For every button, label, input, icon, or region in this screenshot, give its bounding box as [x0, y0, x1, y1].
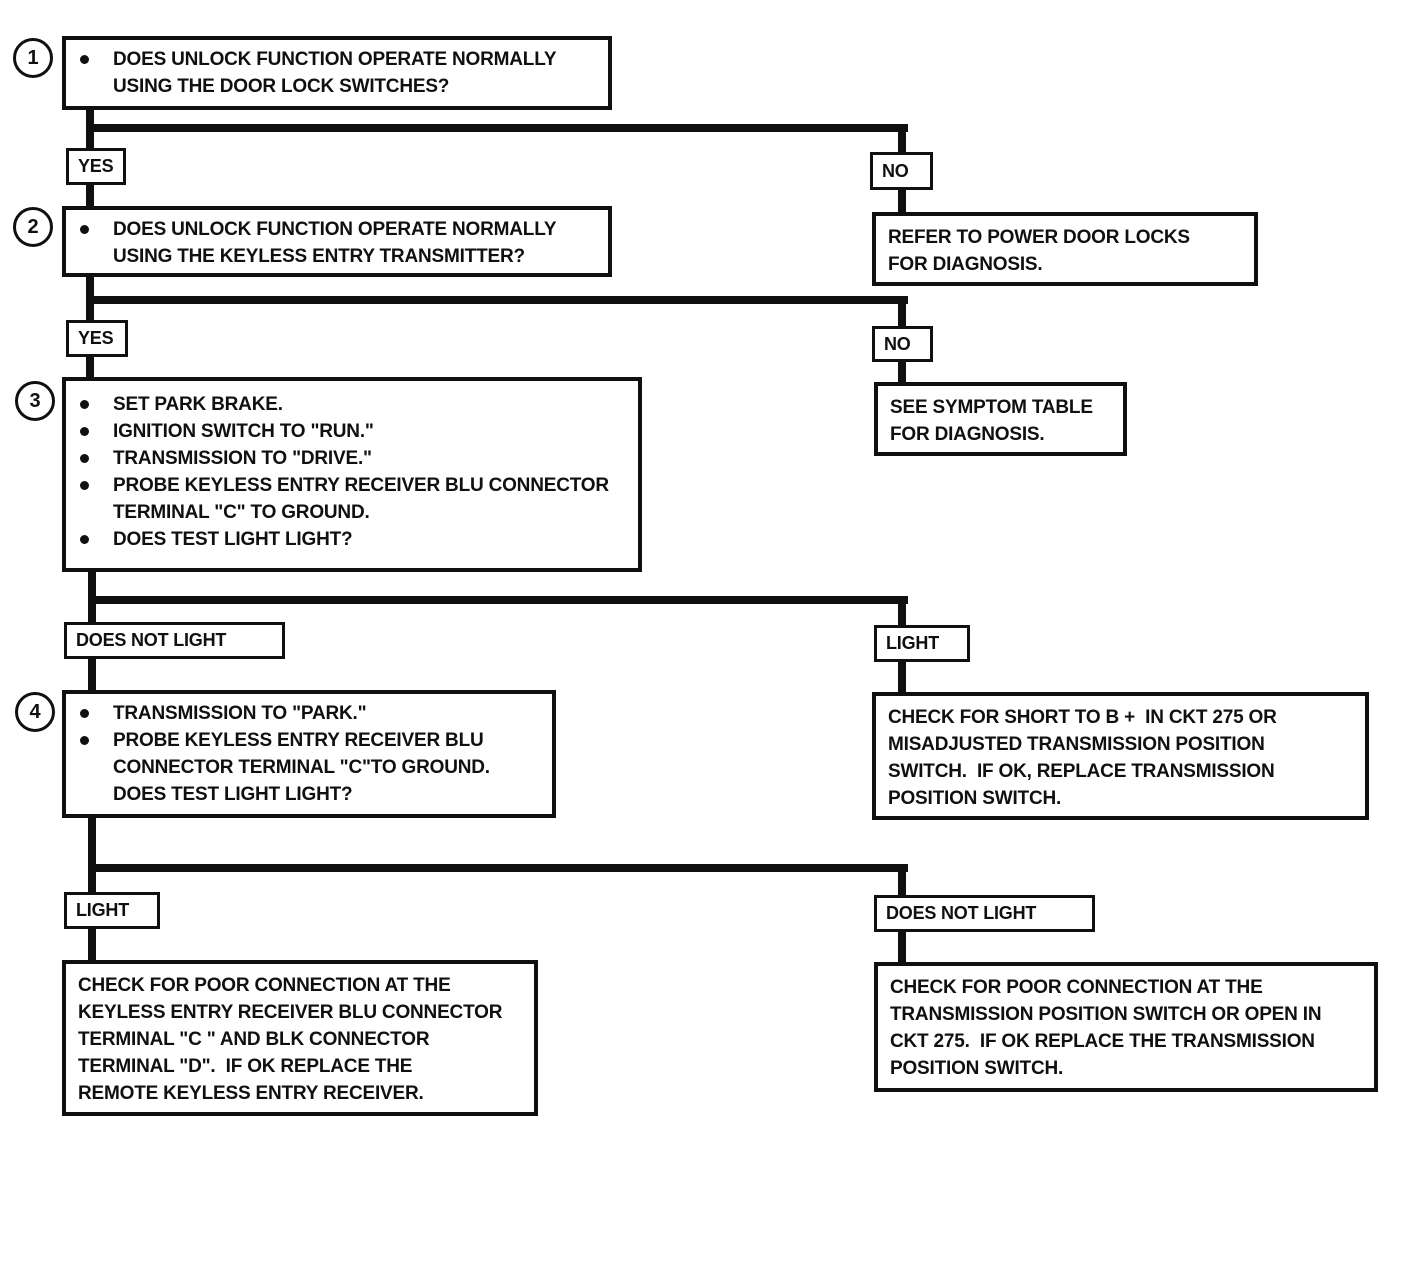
- bullet-icon: [80, 427, 89, 436]
- connector-line: [88, 817, 96, 894]
- result-box-check-short-ckt-275: CHECK FOR SHORT TO B + IN CKT 275 OR MIS…: [872, 692, 1369, 820]
- question-line: DOES UNLOCK FUNCTION OPERATE NORMALLY: [113, 49, 557, 70]
- question-line: DOES TEST LIGHT LIGHT?: [113, 529, 353, 550]
- label-no-1: NO: [870, 152, 933, 190]
- question-line: TRANSMISSION TO "PARK.": [113, 703, 367, 724]
- connector-line: [898, 361, 906, 384]
- result-line: POSITION SWITCH.: [890, 1058, 1064, 1079]
- question-line: USING THE KEYLESS ENTRY TRANSMITTER?: [113, 246, 525, 267]
- bullet-item: PROBE KEYLESS ENTRY RECEIVER BLU CONNECT…: [80, 727, 544, 808]
- connector-line: [898, 124, 906, 154]
- connector-line: [86, 296, 908, 304]
- connector-line: [88, 596, 908, 604]
- question-line: USING THE DOOR LOCK SWITCHES?: [113, 76, 450, 97]
- label-light-1: LIGHT: [874, 625, 970, 662]
- connector-line: [88, 658, 96, 692]
- bullet-item: PROBE KEYLESS ENTRY RECEIVER BLU CONNECT…: [80, 472, 630, 526]
- question-line: DOES TEST LIGHT LIGHT?: [113, 784, 353, 805]
- result-box-see-symptom-table: SEE SYMPTOM TABLE FOR DIAGNOSIS.: [874, 382, 1127, 456]
- connector-line: [86, 356, 94, 379]
- connector-line: [898, 189, 906, 214]
- result-line: POSITION SWITCH.: [888, 788, 1062, 809]
- label-does-not-light-2: DOES NOT LIGHT: [874, 895, 1095, 932]
- step-circle-3: 3: [15, 381, 55, 421]
- question-line: PROBE KEYLESS ENTRY RECEIVER BLU: [113, 730, 484, 751]
- question-line: CONNECTOR TERMINAL "C"TO GROUND.: [113, 757, 490, 778]
- result-line: REFER TO POWER DOOR LOCKS: [888, 227, 1190, 248]
- label-yes-2: YES: [66, 320, 128, 357]
- question-line: DOES UNLOCK FUNCTION OPERATE NORMALLY: [113, 219, 557, 240]
- question-line: IGNITION SWITCH TO "RUN.": [113, 421, 374, 442]
- label-light-2: LIGHT: [64, 892, 160, 929]
- question-line: PROBE KEYLESS ENTRY RECEIVER BLU CONNECT…: [113, 475, 609, 496]
- connector-line: [86, 184, 94, 208]
- label-no-2: NO: [872, 326, 933, 362]
- bullet-item: IGNITION SWITCH TO "RUN.": [80, 418, 630, 445]
- bullet-icon: [80, 400, 89, 409]
- result-box-refer-power-door-locks: REFER TO POWER DOOR LOCKS FOR DIAGNOSIS.: [872, 212, 1258, 286]
- label-yes-1: YES: [66, 148, 126, 185]
- connector-line: [898, 864, 906, 897]
- connector-line: [898, 596, 906, 627]
- result-line: CHECK FOR SHORT TO B + IN CKT 275 OR: [888, 707, 1277, 728]
- step-circle-1: 1: [13, 38, 53, 78]
- result-line: TERMINAL "D". IF OK REPLACE THE: [78, 1056, 413, 1077]
- result-line: FOR DIAGNOSIS.: [888, 254, 1043, 275]
- result-line: TRANSMISSION POSITION SWITCH OR OPEN IN: [890, 1004, 1322, 1025]
- question-box-1: DOES UNLOCK FUNCTION OPERATE NORMALLY US…: [62, 36, 612, 110]
- bullet-item: DOES UNLOCK FUNCTION OPERATE NORMALLY US…: [80, 216, 600, 270]
- connector-line: [86, 124, 908, 132]
- bullet-icon: [80, 736, 89, 745]
- result-line: CHECK FOR POOR CONNECTION AT THE: [890, 977, 1263, 998]
- connector-line: [898, 661, 906, 694]
- connector-line: [898, 296, 906, 328]
- result-line: FOR DIAGNOSIS.: [890, 424, 1045, 445]
- bullet-icon: [80, 55, 89, 64]
- question-box-3: SET PARK BRAKE. IGNITION SWITCH TO "RUN.…: [62, 377, 642, 572]
- question-line: TRANSMISSION TO "DRIVE.": [113, 448, 372, 469]
- label-does-not-light-1: DOES NOT LIGHT: [64, 622, 285, 659]
- connector-line: [88, 864, 908, 872]
- bullet-icon: [80, 454, 89, 463]
- result-line: SEE SYMPTOM TABLE: [890, 397, 1093, 418]
- step-circle-2: 2: [13, 207, 53, 247]
- bullet-item: DOES TEST LIGHT LIGHT?: [80, 526, 630, 553]
- bullet-icon: [80, 481, 89, 490]
- result-line: KEYLESS ENTRY RECEIVER BLU CONNECTOR: [78, 1002, 503, 1023]
- question-box-4: TRANSMISSION TO "PARK." PROBE KEYLESS EN…: [62, 690, 556, 818]
- result-line: CHECK FOR POOR CONNECTION AT THE: [78, 975, 451, 996]
- connector-line: [898, 931, 906, 964]
- result-box-poor-connection-position-switch: CHECK FOR POOR CONNECTION AT THE TRANSMI…: [874, 962, 1378, 1092]
- result-line: TERMINAL "C " AND BLK CONNECTOR: [78, 1029, 430, 1050]
- step-circle-4: 4: [15, 692, 55, 732]
- bullet-item: SET PARK BRAKE.: [80, 391, 630, 418]
- bullet-item: TRANSMISSION TO "DRIVE.": [80, 445, 630, 472]
- bullet-icon: [80, 535, 89, 544]
- question-line: SET PARK BRAKE.: [113, 394, 283, 415]
- question-line: TERMINAL "C" TO GROUND.: [113, 502, 370, 523]
- result-line: MISADJUSTED TRANSMISSION POSITION: [888, 734, 1265, 755]
- bullet-item: TRANSMISSION TO "PARK.": [80, 700, 544, 727]
- result-line: SWITCH. IF OK, REPLACE TRANSMISSION: [888, 761, 1275, 782]
- bullet-icon: [80, 709, 89, 718]
- connector-line: [88, 928, 96, 962]
- result-line: REMOTE KEYLESS ENTRY RECEIVER.: [78, 1083, 424, 1104]
- question-box-2: DOES UNLOCK FUNCTION OPERATE NORMALLY US…: [62, 206, 612, 277]
- bullet-icon: [80, 225, 89, 234]
- result-line: CKT 275. IF OK REPLACE THE TRANSMISSION: [890, 1031, 1315, 1052]
- result-box-poor-connection-receiver: CHECK FOR POOR CONNECTION AT THE KEYLESS…: [62, 960, 538, 1116]
- bullet-item: DOES UNLOCK FUNCTION OPERATE NORMALLY US…: [80, 46, 600, 100]
